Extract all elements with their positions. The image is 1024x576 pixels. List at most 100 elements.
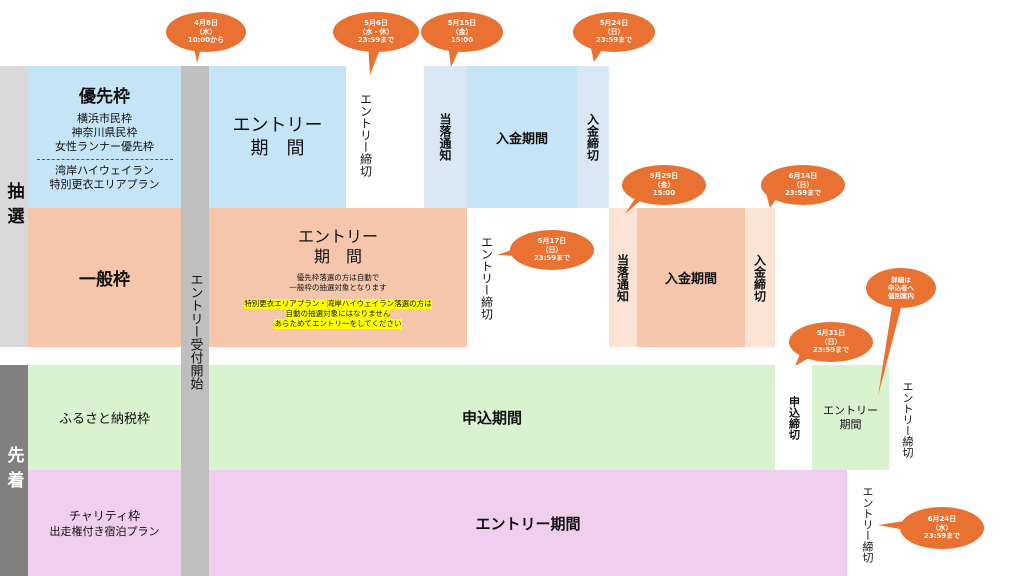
general-note-1b: 一般枠の抽選対象となります <box>289 282 387 292</box>
tail-charity-entry-deadline <box>878 521 905 530</box>
bubble-priority-notification: 5月15日 （金） 15:00 <box>421 12 503 52</box>
category-lottery: 抽選 <box>0 66 28 347</box>
bubble-start-day: （水） <box>195 27 217 36</box>
furusato-application-deadline-label: 申込締切 <box>787 395 801 440</box>
bubble-time: 23:59まで <box>595 36 633 45</box>
bubble-time: 23:59まで <box>357 36 395 45</box>
bubble-date: 6月24日 <box>927 515 957 524</box>
furusato-frame-cell: ふるさと納税枠 <box>28 365 181 470</box>
priority-payment-deadline: 入金締切 <box>577 66 609 208</box>
bubble-time: 15:00 <box>450 36 474 45</box>
bubble-start-date: 4月8日 <box>194 19 218 28</box>
priority-notification: 当落通知 <box>424 66 467 208</box>
bubble-general-entry-deadline: 5月17日 （日） 23:59まで <box>510 230 594 270</box>
charity-frame-title: チャリティ枠 <box>68 508 141 523</box>
charity-entry-deadline: エントリー締切 <box>847 478 887 570</box>
priority-sub-5: 特別更衣エリアプラン <box>49 178 160 191</box>
bubble-line1: 詳細は <box>891 276 911 284</box>
bubble-day: （金） <box>653 180 675 189</box>
general-entry-deadline: エントリー締切 <box>467 228 507 328</box>
furusato-entry-deadline: エントリー締切 <box>889 372 925 467</box>
priority-entry-period-line1: エントリー <box>232 115 323 136</box>
bubble-day: （日） <box>541 245 563 254</box>
charity-entry-period-label: エントリー期間 <box>475 514 581 533</box>
priority-entry-deadline-label: エントリー締切 <box>358 93 373 177</box>
bubble-general-notification: 5月29日 （金） 15:00 <box>622 165 706 205</box>
charity-frame-cell: チャリティ枠 出走権付き宿泊プラン <box>28 470 181 576</box>
bubble-furusato-application-deadline: 5月31日 （日） 23:59まで <box>789 322 873 362</box>
general-entry-period: エントリー 期 間 優先枠落選の方は自動で 一般枠の抽選対象となります 特別更衣… <box>209 208 467 347</box>
category-first-come-label: 先着 <box>3 445 24 496</box>
bubble-general-payment-deadline: 6月14日 （日） 23:59まで <box>761 165 845 205</box>
general-payment-deadline: 入金締切 <box>745 208 775 347</box>
general-frame-title: 一般枠 <box>79 270 130 290</box>
priority-sub-4: 湾岸ハイウェイラン <box>55 164 154 177</box>
bubble-priority-entry-deadline: 5月6日 （水・休） 23:59まで <box>333 12 419 52</box>
entry-start-bar: エントリー受付開始 <box>181 66 209 576</box>
bubble-date: 5月31日 <box>816 329 846 338</box>
bubble-date: 5月17日 <box>537 237 567 246</box>
general-entry-period-line1: エントリー <box>297 226 378 246</box>
tail-furusato-details <box>878 300 903 396</box>
priority-entry-deadline: エントリー締切 <box>346 80 386 190</box>
charity-entry-deadline-label: エントリー締切 <box>861 485 874 563</box>
bubble-day: （日） <box>603 27 625 36</box>
bubble-time: 23:59まで <box>533 254 571 263</box>
general-note-2c: あらためてエントリーをしてください <box>274 318 402 329</box>
bubble-time: 23:59まで <box>923 532 961 541</box>
bubble-start-time: 10:00から <box>187 36 225 45</box>
priority-sub-1: 横浜市民枠 <box>77 112 132 125</box>
dashed-divider <box>36 159 173 160</box>
bubble-date: 5月24日 <box>599 19 629 28</box>
bubble-time: 15:00 <box>652 189 676 198</box>
bubble-line2: 申込者へ <box>888 284 914 292</box>
bubble-time: 23:59まで <box>784 189 822 198</box>
priority-entry-period: エントリー 期 間 <box>209 66 346 208</box>
general-notification-label: 当落通知 <box>615 253 630 302</box>
bubble-date: 5月15日 <box>447 19 477 28</box>
furusato-entry-period-line1: エントリー <box>823 403 878 417</box>
bubble-line3: 個別案内 <box>888 292 914 300</box>
general-payment-deadline-label: 入金締切 <box>752 253 767 302</box>
bubble-priority-payment-deadline: 5月24日 （日） 23:59まで <box>573 12 655 52</box>
priority-sub-2: 神奈川県民枠 <box>71 126 138 139</box>
bubble-furusato-details: 詳細は 申込者へ 個別案内 <box>866 268 936 308</box>
priority-frame-title: 優先枠 <box>79 87 130 107</box>
bubble-date: 5月6日 <box>364 19 388 28</box>
general-entry-period-line2: 期 間 <box>313 246 362 266</box>
general-payment-period-label: 入金期間 <box>664 272 717 287</box>
general-entry-deadline-label: エントリー締切 <box>479 236 494 320</box>
bubble-day: （金） <box>451 27 473 36</box>
general-notification: 当落通知 <box>609 208 637 347</box>
bubble-time: 23:59まで <box>812 346 850 355</box>
priority-payment-deadline-label: 入金締切 <box>585 113 600 161</box>
general-note-2a: 特別更衣エリアプラン・湾岸ハイウェイラン落選の方は <box>244 298 432 309</box>
priority-notification-label: 当落通知 <box>438 113 452 161</box>
furusato-entry-period-line2: 期間 <box>839 417 862 431</box>
furusato-entry-period: エントリー 期間 <box>812 365 889 470</box>
furusato-application-period: 申込期間 <box>209 365 775 470</box>
charity-entry-period: エントリー期間 <box>209 470 847 576</box>
priority-entry-period-line2: 期 間 <box>250 138 305 159</box>
category-lottery-label: 抽選 <box>3 181 24 232</box>
bubble-date: 5月29日 <box>649 172 679 181</box>
bubble-date: 6月14日 <box>788 172 818 181</box>
charity-frame-subtitle: 出走権付き宿泊プラン <box>49 524 160 538</box>
furusato-application-deadline: 申込締切 <box>775 365 812 470</box>
general-frame-cell: 一般枠 <box>28 208 181 347</box>
bubble-day: （水・休） <box>358 27 394 36</box>
category-first-come: 先着 <box>0 365 28 576</box>
general-note-1a: 優先枠落選の方は自動で <box>296 272 380 282</box>
furusato-frame-title: ふるさと納税枠 <box>58 412 150 427</box>
priority-payment-period: 入金期間 <box>467 66 577 208</box>
priority-frame-cell: 優先枠 横浜市民枠 神奈川県民枠 女性ランナー優先枠 湾岸ハイウェイラン 特別更… <box>28 66 181 208</box>
bubble-charity-entry-deadline: 6月24日 （水） 23:59まで <box>900 507 984 549</box>
furusato-entry-deadline-label: エントリー締切 <box>901 381 914 458</box>
bubble-day: （日） <box>820 337 842 346</box>
bubble-day: （水） <box>931 523 953 532</box>
priority-payment-period-label: 入金期間 <box>495 131 548 147</box>
priority-sub-3: 女性ランナー優先枠 <box>55 140 154 153</box>
furusato-application-period-label: 申込期間 <box>461 409 522 427</box>
bubble-day: （日） <box>792 180 814 189</box>
bubble-start: 4月8日 （水） 10:00から <box>166 12 246 52</box>
